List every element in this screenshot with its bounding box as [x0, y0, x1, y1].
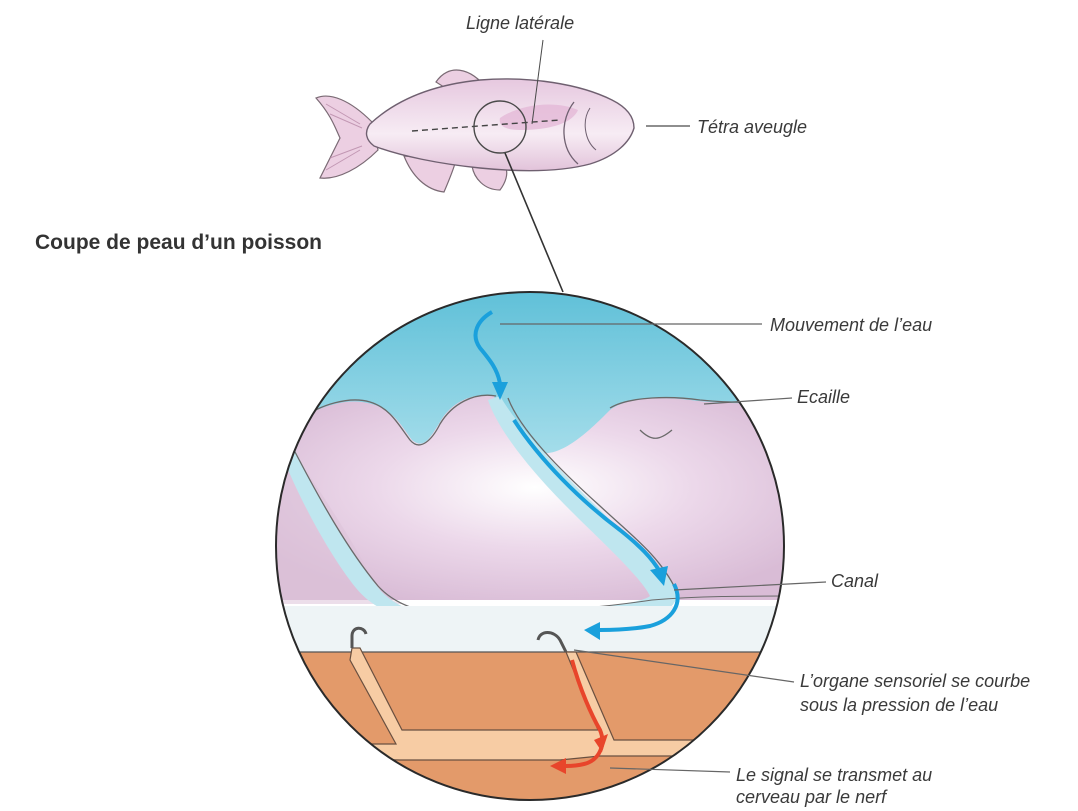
label-sensory-organ-line2: sous la pression de l’eau [800, 694, 998, 716]
label-water-movement: Mouvement de l’eau [770, 314, 932, 336]
magnifier-connector [505, 153, 563, 292]
label-fish-name: Tétra aveugle [697, 116, 807, 138]
label-scale: Ecaille [797, 386, 850, 408]
skin-cross-section [270, 290, 826, 811]
label-canal: Canal [831, 570, 878, 592]
dermis-band [270, 606, 790, 652]
label-signal-line1: Le signal se transmet au [736, 764, 932, 786]
label-sensory-organ-line1: L’organe sensoriel se courbe [800, 670, 1030, 692]
diagram-title: Coupe de peau d’un poisson [35, 231, 322, 255]
label-lateral-line: Ligne latérale [466, 12, 574, 34]
label-signal-line2: cerveau par le nerf [736, 786, 886, 808]
fish-illustration [316, 40, 690, 292]
